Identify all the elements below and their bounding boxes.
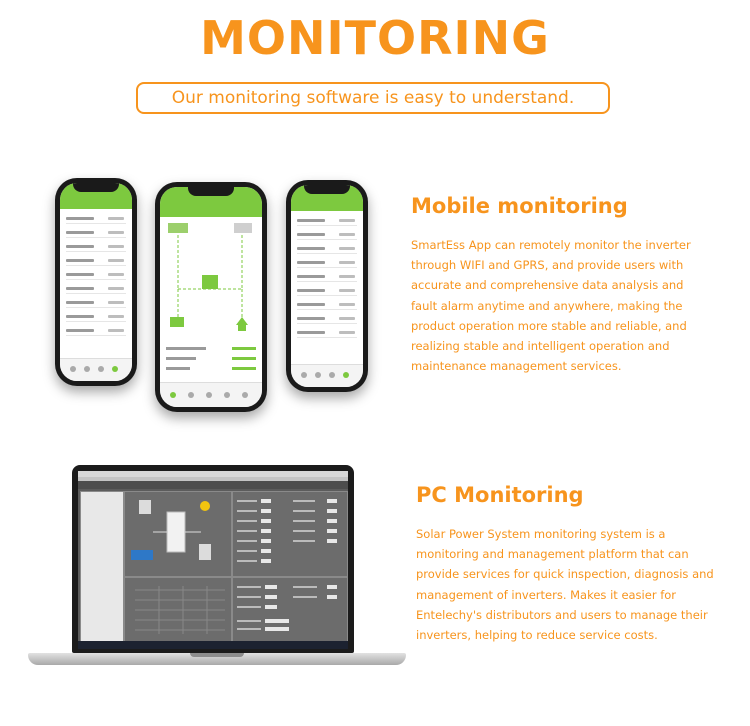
bulb-icon [200, 501, 210, 511]
mobile-monitoring-description: SmartEss App can remotely monitor the in… [411, 238, 691, 374]
phone-center [155, 182, 267, 412]
phone-center-screen [160, 187, 262, 407]
system-diagram [131, 500, 211, 560]
app-tabbar [60, 358, 132, 381]
pc-monitoring-heading: PC Monitoring [416, 483, 584, 507]
taskbar [78, 641, 348, 649]
solar-panel-icon [131, 550, 153, 560]
pc-monitoring-description: Solar Power System monitoring system is … [416, 527, 714, 643]
energy-flow-diagram [166, 223, 256, 370]
mobile-monitoring-heading: Mobile monitoring [411, 194, 628, 218]
phone-right-screen [291, 185, 363, 387]
app-tabbar [160, 382, 262, 407]
page-title: MONITORING [200, 11, 550, 65]
phone-right [286, 180, 368, 392]
laptop-lid [72, 465, 354, 653]
home-icon [236, 317, 248, 325]
laptop-base [28, 653, 406, 665]
battery-icon [170, 317, 184, 327]
inverter-icon [202, 275, 218, 289]
phone-left-screen [60, 183, 132, 381]
subtitle-text: Our monitoring software is easy to under… [171, 88, 575, 108]
app-tabbar [291, 364, 363, 387]
subtitle-box: Our monitoring software is easy to under… [136, 82, 610, 114]
phone-left [55, 178, 137, 386]
laptop-screen [78, 471, 348, 649]
monitoring-chart-area [135, 586, 225, 634]
